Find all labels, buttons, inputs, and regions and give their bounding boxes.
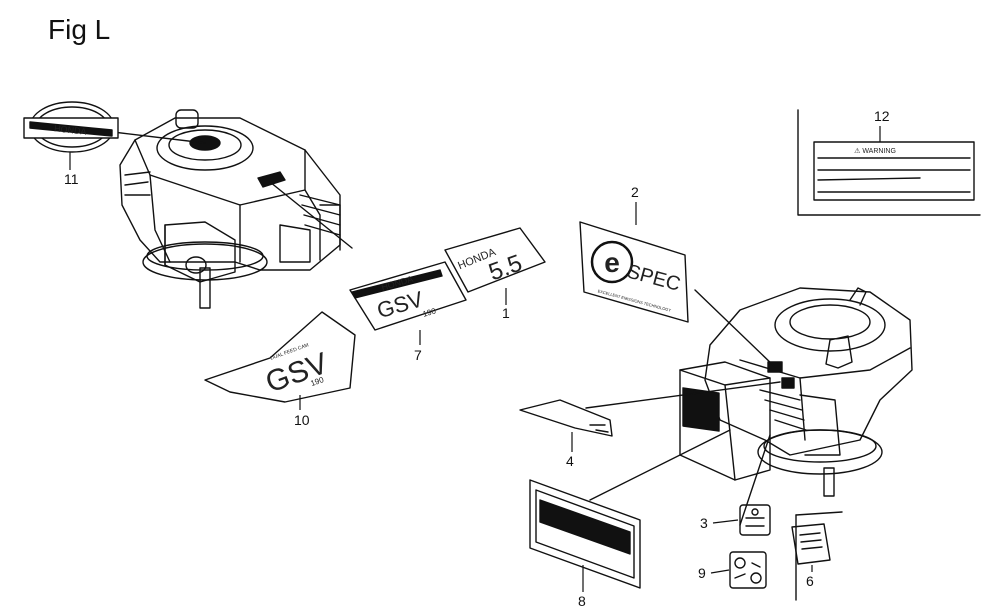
decal-12-warning-text: ⚠ WARNING: [854, 147, 896, 155]
decal-2-spec-text: SPEC: [624, 261, 682, 296]
callout-4: 4: [566, 453, 574, 469]
callout-1: 1: [502, 305, 510, 321]
figure-title: Fig L: [48, 14, 111, 45]
decal-7-number: 190: [422, 306, 438, 318]
engine-right: [679, 287, 913, 497]
decal-3-small: [739, 504, 771, 536]
callout-11: 11: [64, 171, 79, 187]
decal-7-gsv: [349, 261, 467, 331]
decal-9-symbols: [729, 551, 767, 589]
callout-leaders: [69, 126, 881, 592]
engine-left: [119, 109, 341, 309]
callout-10: 10: [294, 412, 310, 428]
callout-8: 8: [578, 593, 586, 609]
decal-6-label: [791, 523, 831, 565]
callout-3: 3: [700, 515, 708, 531]
callout-6: 6: [806, 573, 814, 589]
decal-2-caption: EXCELLENT EMISSIONS TECHNOLOGY: [597, 288, 672, 312]
decal-4-strip: [519, 399, 613, 437]
callout-9: 9: [698, 565, 706, 581]
callout-12: 12: [874, 108, 890, 124]
decal-2-e-letter: e: [604, 247, 620, 278]
decal-10-number: 190: [309, 375, 325, 388]
callout-2: 2: [631, 184, 639, 200]
leader-lines: [112, 131, 843, 601]
decal-11-honda-emblem: [23, 101, 119, 153]
decal-11-text: HONDA: [54, 123, 87, 136]
decal-1-honda-5-5: [444, 227, 546, 293]
decal-8-warning-panel: [529, 479, 641, 589]
decal-2-espec: [579, 221, 689, 323]
callout-7: 7: [414, 347, 422, 363]
decal-12-warning-label: [797, 109, 981, 216]
decal-10-gsv-side: [204, 311, 356, 403]
